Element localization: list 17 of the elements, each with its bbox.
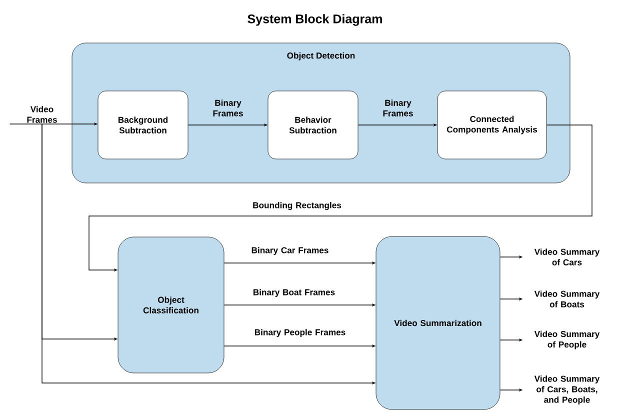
- process-box: Video Summarization: [376, 236, 500, 410]
- diagram-title: System Block Diagram: [248, 14, 382, 26]
- edge-label: Binary Car Frames: [252, 246, 328, 255]
- edge-label: Binary Frames: [213, 100, 243, 116]
- edge-label: Bounding Rectangles: [253, 202, 342, 210]
- process-box: Connected Components Analysis: [437, 90, 547, 160]
- edge-label: Binary Boat Frames: [253, 288, 335, 297]
- edge-label: Binary People Frames: [254, 328, 346, 337]
- output-label: Video Summary of Cars: [534, 248, 600, 266]
- input-label: Video Frames: [27, 106, 57, 123]
- process-box: Object Classification: [118, 236, 224, 374]
- output-label: Video Summary of Boats: [534, 290, 600, 308]
- edge-label: Binary Frames: [383, 100, 413, 116]
- output-label: Video Summary of People: [534, 330, 600, 350]
- process-box: Behavior Subtraction: [268, 90, 358, 160]
- output-label: Video Summary of Cars, Boats, and People: [534, 375, 600, 404]
- process-box: Background Subtraction: [98, 90, 188, 160]
